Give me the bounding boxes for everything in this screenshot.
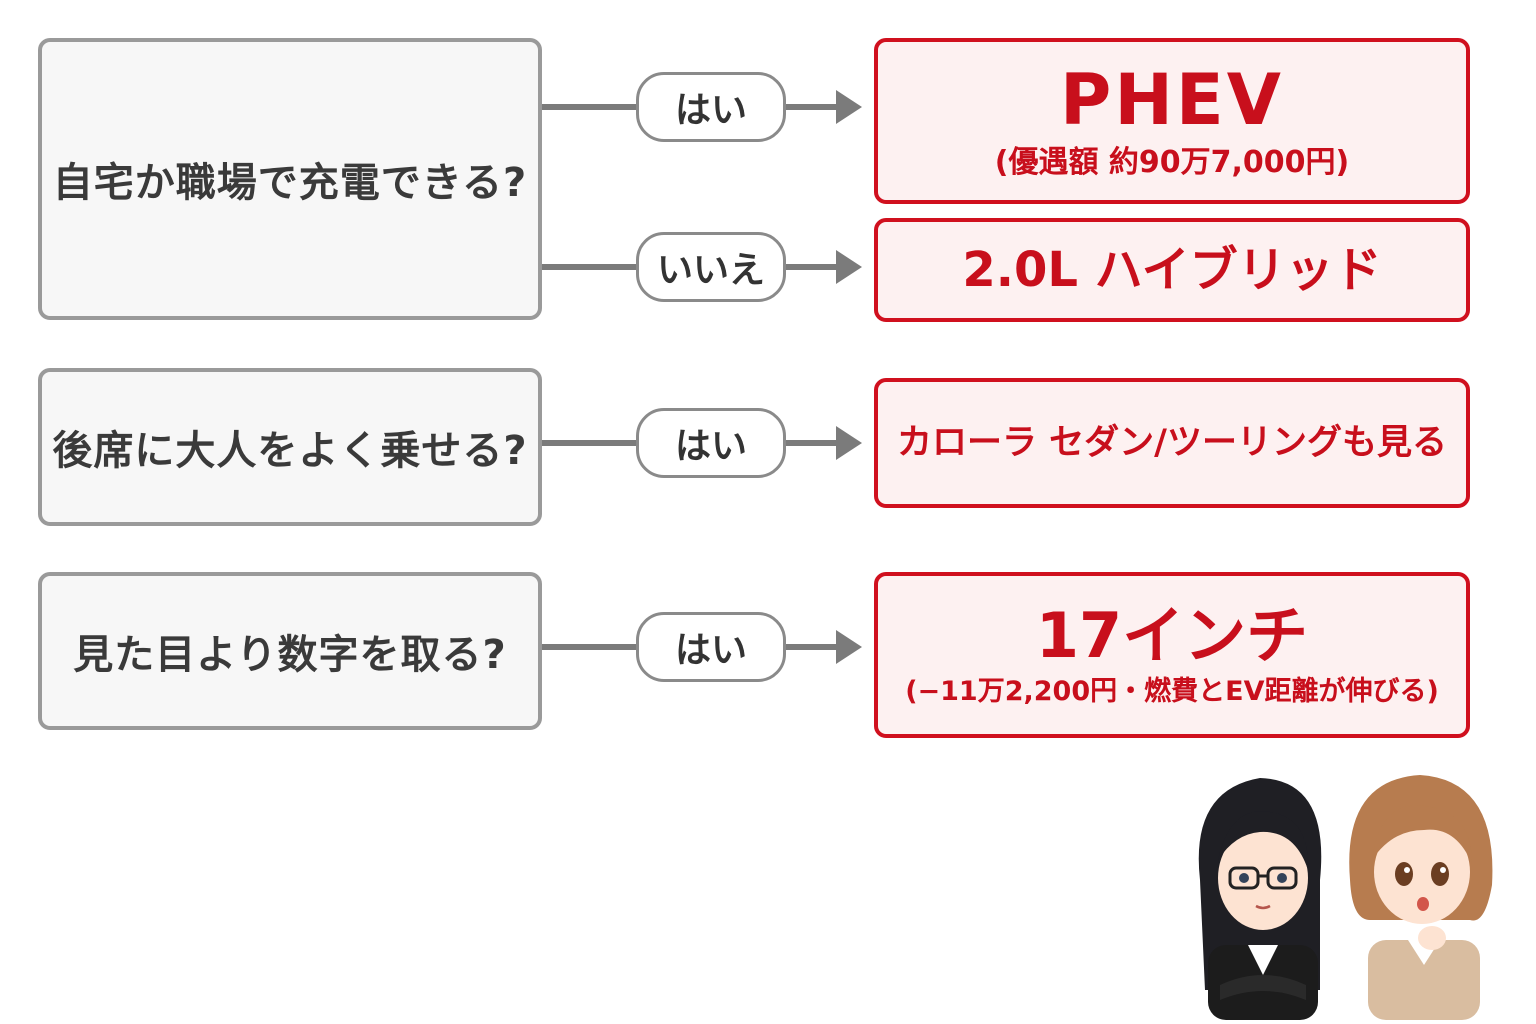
answer-label-q1-no: いいえ	[656, 250, 765, 291]
arrow-right-icon	[836, 630, 862, 664]
question-text-rear-seat: 後席に大人をよく乗せる?	[52, 428, 528, 474]
answer-label-q3-yes: はい	[674, 630, 747, 671]
characters-illustration	[1198, 775, 1493, 1020]
result-main-corolla: カローラ セダン/ツーリングも見る	[897, 422, 1447, 463]
connector-line-q1-yes-right	[786, 104, 840, 110]
woman-brown-hair-thinking-icon	[1349, 775, 1493, 1020]
connector-line-q3-yes-left	[542, 644, 638, 650]
connector-line-q2-yes-left	[542, 440, 638, 446]
connector-line-q2-yes-right	[786, 440, 840, 446]
woman-black-hair-glasses-icon	[1198, 778, 1322, 1020]
answer-pill-q3-yes: はい	[636, 612, 786, 682]
arrow-right-icon	[836, 426, 862, 460]
result-box-hybrid: 2.0L ハイブリッド	[874, 218, 1470, 322]
answer-pill-q1-no: いいえ	[636, 232, 786, 302]
question-box-numbers: 見た目より数字を取る?	[38, 572, 542, 730]
result-sub-17inch: (−11万2,200円・燃費とEV距離が伸びる)	[905, 675, 1439, 707]
result-sub-phev: (優遇額 約90万7,000円)	[994, 144, 1350, 180]
result-main-phev: PHEV	[1060, 58, 1284, 141]
arrow-right-icon	[836, 250, 862, 284]
connector-line-q1-no-left	[542, 264, 638, 270]
connector-line-q3-yes-right	[786, 644, 840, 650]
question-box-rear-seat: 後席に大人をよく乗せる?	[38, 368, 542, 526]
question-box-charging: 自宅か職場で充電できる?	[38, 38, 542, 320]
answer-pill-q1-yes: はい	[636, 72, 786, 142]
answer-label-q1-yes: はい	[674, 90, 747, 131]
result-main-hybrid: 2.0L ハイブリッド	[962, 241, 1382, 298]
connector-line-q1-yes-left	[542, 104, 638, 110]
result-box-phev: PHEV (優遇額 約90万7,000円)	[874, 38, 1470, 204]
answer-label-q2-yes: はい	[674, 426, 747, 467]
result-box-17inch: 17インチ (−11万2,200円・燃費とEV距離が伸びる)	[874, 572, 1470, 738]
connector-line-q1-no-right	[786, 264, 840, 270]
arrow-right-icon	[836, 90, 862, 124]
result-main-17inch: 17インチ	[1035, 598, 1309, 672]
question-text-charging: 自宅か職場で充電できる?	[52, 160, 528, 206]
result-box-corolla: カローラ セダン/ツーリングも見る	[874, 378, 1470, 508]
answer-pill-q2-yes: はい	[636, 408, 786, 478]
question-text-numbers: 見た目より数字を取る?	[73, 632, 507, 678]
